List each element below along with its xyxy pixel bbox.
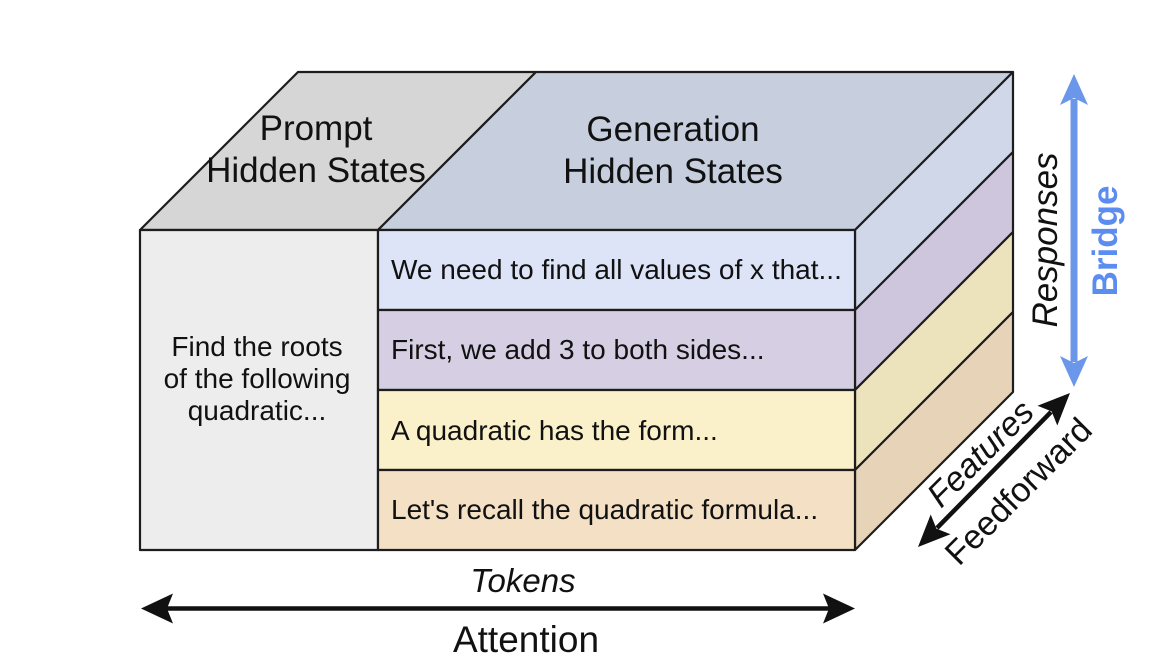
prompt-text: Find the roots of the following quadrati… — [163, 331, 351, 426]
attention-axis-label: Attention — [452, 618, 600, 660]
generation-row-4-face — [376, 468, 857, 552]
feedforward-arrowhead-lower — [918, 514, 951, 547]
attention-arrowhead-left — [141, 593, 173, 624]
generation-row-3-text: A quadratic has the form... — [391, 415, 718, 446]
tokens-axis-label: Tokens — [470, 562, 576, 600]
responses-axis-label: Responses — [1026, 152, 1065, 328]
bridge-arrowhead-top — [1060, 74, 1088, 105]
attention-arrowhead-right — [823, 593, 855, 624]
feedforward-arrowhead-upper — [1037, 393, 1070, 426]
bridge-arrowhead-bottom — [1060, 356, 1088, 387]
prompt-hidden-states-label: Prompt Hidden States — [206, 109, 426, 190]
bridge-axis-label: Bridge — [1086, 185, 1125, 297]
attention-axis-arrow — [141, 593, 855, 624]
generation-row-1-text: We need to find all values of x that... — [391, 254, 842, 285]
feedforward-axis-arrow — [918, 393, 1070, 547]
generation-hidden-states-label: Generation Hidden States — [563, 110, 783, 191]
bridge-axis-arrow — [1060, 74, 1088, 387]
generation-row-2-text: First, we add 3 to both sides... — [391, 334, 765, 365]
generation-row-4-text: Let's recall the quadratic formula... — [391, 494, 819, 525]
